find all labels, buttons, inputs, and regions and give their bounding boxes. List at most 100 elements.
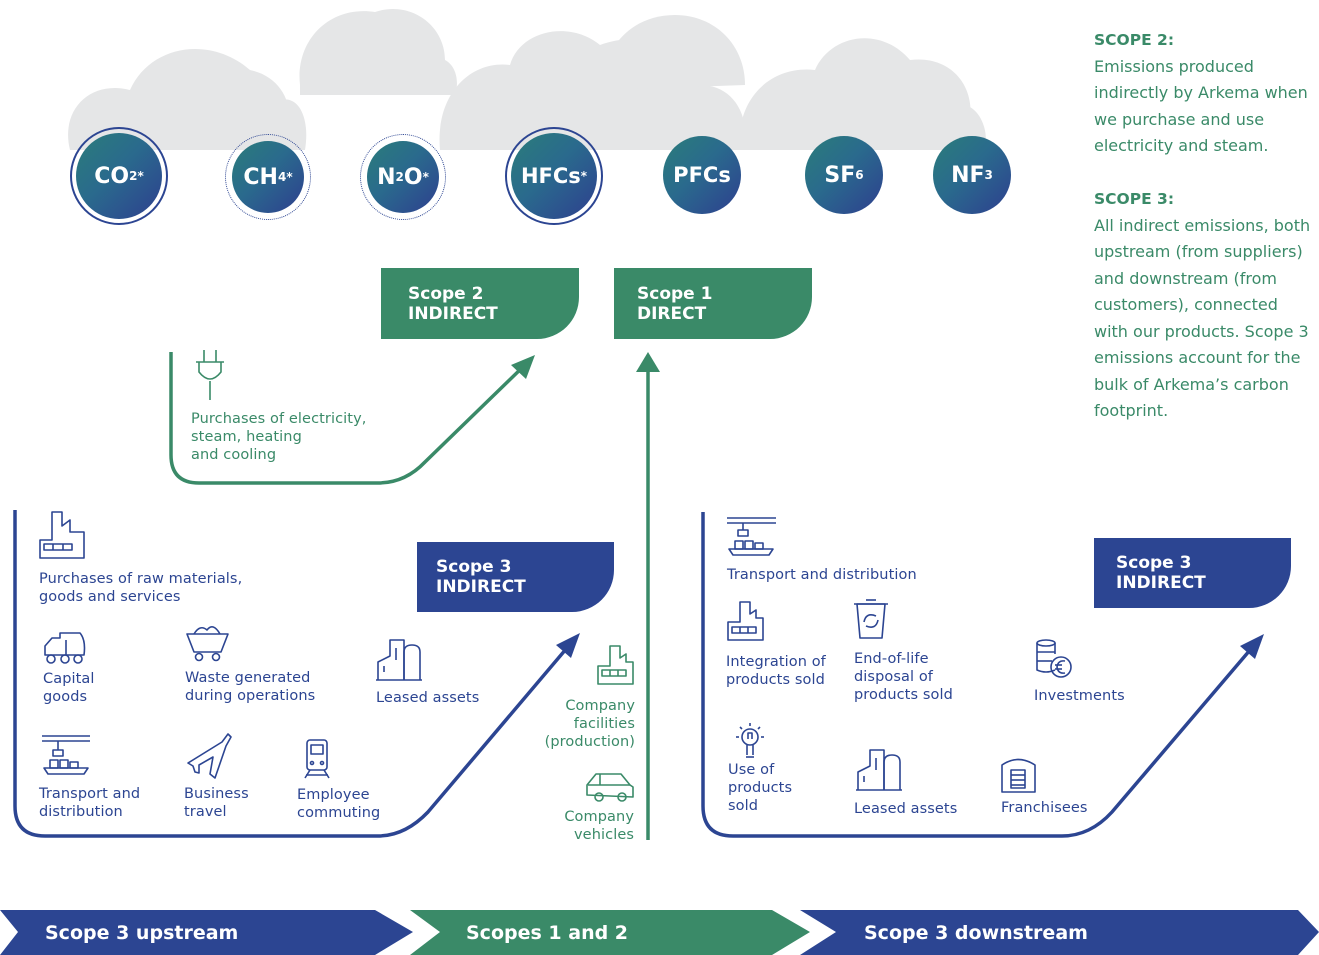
- scope2-arrow-line: [169, 352, 530, 485]
- scope2-note-heading: SCOPE 2:: [1094, 31, 1175, 49]
- scope3-upstream-tag-line2: INDIRECT: [436, 577, 526, 597]
- crane-ship-icon: [42, 735, 90, 775]
- label-line: Leased assets: [376, 690, 480, 706]
- scope2-note-line: Emissions produced: [1094, 56, 1254, 76]
- label-line: distribution: [39, 804, 123, 820]
- hfcs-ring: [505, 127, 603, 225]
- scope2-note-line: electricity and steam.: [1094, 136, 1269, 155]
- scope3-note-line: and downstream (from: [1094, 268, 1277, 288]
- label-line: Franchisees: [1001, 800, 1088, 816]
- label-line: products sold: [726, 672, 825, 688]
- scope2-note-line: we purchase and use: [1094, 109, 1265, 129]
- n2o-ring: [360, 134, 446, 220]
- label-waste: Waste generated during operations: [185, 669, 315, 705]
- scope2-tag: Scope 2 INDIRECT: [381, 268, 579, 339]
- label-line: sold: [728, 798, 759, 814]
- buildings-icon-downstream: [856, 749, 902, 791]
- label-transport-upstream: Transport and distribution: [39, 785, 140, 821]
- label-line: Transport and distribution: [727, 567, 917, 583]
- mine-cart-icon: [186, 626, 229, 662]
- label-line: Leased assets: [854, 801, 958, 817]
- label-line: disposal of: [854, 669, 934, 685]
- label-line: commuting: [297, 805, 381, 821]
- label-company-vehicles: Company vehicles: [525, 808, 634, 844]
- scope1-tag-line2: DIRECT: [637, 303, 707, 324]
- scope1-arrowhead: [636, 352, 660, 372]
- scope3-downstream-arrow-line: [701, 512, 1258, 838]
- label-line: goods: [43, 689, 88, 705]
- buildings-icon: [376, 639, 422, 681]
- clouds: [68, 8, 986, 150]
- scope3-note: SCOPE 3: All indirect emissions, both up…: [1094, 186, 1310, 425]
- scope3-note-line: customers), connected: [1094, 295, 1278, 314]
- co2-ring: [70, 127, 168, 225]
- gas-pfcs: PFCs: [663, 136, 741, 214]
- train-icon: [304, 739, 330, 779]
- band-middle-shape: [410, 910, 810, 955]
- scope3-downstream-tag-line2: INDIRECT: [1116, 573, 1206, 593]
- label-line: Purchases of electricity,: [191, 411, 367, 427]
- car-icon: [586, 773, 634, 802]
- label-line: products sold: [854, 687, 953, 703]
- label-integration: Integration of products sold: [726, 653, 826, 689]
- label-line: travel: [184, 804, 227, 820]
- label-investments: Investments: [1034, 687, 1125, 705]
- label-line: Business: [184, 786, 249, 802]
- scope2-tag-line2: INDIRECT: [408, 303, 498, 324]
- scope2-arrowhead: [511, 355, 535, 379]
- gas-hfcs: HFCs*: [511, 133, 597, 219]
- band-middle-label: Scopes 1 and 2: [466, 921, 629, 944]
- label-capital-goods: Capital goods: [43, 670, 95, 706]
- label-line: Integration of: [726, 654, 826, 670]
- label-line: Company: [564, 809, 634, 825]
- scope1-tag: Scope 1 DIRECT: [614, 268, 812, 339]
- label-line: Capital: [43, 671, 95, 687]
- label-line: Waste generated: [185, 670, 311, 686]
- label-raw-materials: Purchases of raw materials, goods and se…: [39, 570, 242, 606]
- label-transport-downstream: Transport and distribution: [727, 566, 917, 584]
- label-company-facilities: Company facilities (production): [525, 697, 635, 751]
- label-line: Purchases of raw materials,: [39, 571, 243, 587]
- scope3-note-line: bulk of Arkema’s carbon: [1094, 374, 1289, 394]
- truck-icon: [44, 632, 86, 664]
- airplane-icon: [187, 733, 232, 779]
- scope2-tag-line1: Scope 2: [408, 283, 484, 304]
- scope3-note-line: emissions account for the: [1094, 348, 1301, 367]
- lightbulb-icon: [736, 723, 764, 758]
- label-franchisees: Franchisees: [1001, 799, 1088, 817]
- recycle-bin-icon: [854, 599, 888, 639]
- scope3-upstream-arrowhead: [556, 633, 580, 658]
- scope2-note-line: indirectly by Arkema when: [1094, 83, 1308, 102]
- factory-icon-downstream: [727, 601, 764, 641]
- band-downstream-shape: [800, 910, 1319, 955]
- scope3-note-line: upstream (from suppliers): [1094, 242, 1303, 261]
- label-business-travel: Business travel: [184, 785, 249, 821]
- label-line: vehicles: [574, 827, 634, 843]
- scope3-upstream-tag-line1: Scope 3: [436, 557, 512, 577]
- label-line: Transport and: [39, 786, 141, 802]
- label-line: Use of: [728, 762, 775, 778]
- coins-euro-icon: [1036, 639, 1072, 678]
- label-electricity: Purchases of electricity, steam, heating…: [191, 410, 367, 464]
- storefront-icon: [1001, 758, 1036, 793]
- label-line: goods and services: [39, 589, 181, 605]
- label-line: and cooling: [191, 447, 277, 463]
- scope3-downstream-tag-line1: Scope 3: [1116, 553, 1192, 573]
- label-end-of-life: End-of-life disposal of products sold: [854, 650, 953, 704]
- label-line: Company: [565, 698, 635, 714]
- scope3-downstream-tag: Scope 3 INDIRECT: [1094, 538, 1291, 608]
- plug-icon: [196, 350, 224, 400]
- scope3-note-line: All indirect emissions, both: [1094, 215, 1311, 235]
- scope1-tag-line1: Scope 1: [637, 283, 713, 304]
- scope3-downstream-arrowhead: [1240, 634, 1264, 659]
- ch4-ring: [225, 134, 311, 220]
- label-line: during operations: [185, 688, 316, 704]
- scope3-upstream-tag: Scope 3 INDIRECT: [417, 542, 614, 612]
- scope3-note-line: with our products. Scope 3: [1094, 321, 1309, 341]
- label-line: (production): [544, 734, 635, 750]
